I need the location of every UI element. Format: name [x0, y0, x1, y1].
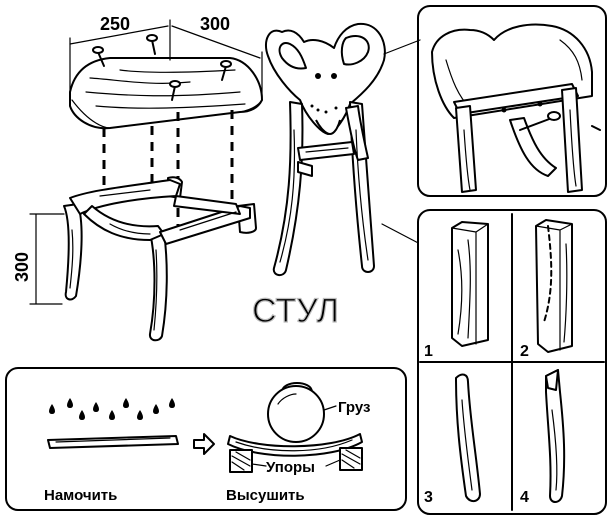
assembled-chair: [264, 22, 386, 276]
stage-number-2: 2: [520, 343, 529, 360]
water-drops-icon: [49, 398, 175, 420]
chair-frame: [63, 176, 257, 342]
arrow-right-icon: [193, 433, 215, 455]
stage-number-4: 4: [520, 489, 529, 506]
seat-board: [69, 57, 263, 130]
weight-icon: [267, 382, 325, 443]
diagram-title: СТУЛ: [252, 292, 339, 330]
assembly-guides: [102, 110, 234, 232]
stage-number-3: 3: [424, 489, 433, 506]
dimension-width: 250: [100, 14, 130, 34]
callout-line: [383, 39, 421, 55]
bending-process-inset: [5, 367, 407, 511]
weight-label: Груз: [338, 399, 371, 416]
stage-number-1: 1: [424, 343, 433, 360]
leg-stages-inset: [417, 209, 607, 515]
dimension-height: 300: [12, 252, 32, 282]
dimension-depth: 300: [200, 14, 230, 34]
step-label-dry: Высушить: [226, 487, 305, 504]
supports-label: Упоры: [266, 459, 315, 476]
joint-detail-inset: [417, 5, 607, 197]
dimension-lines: [29, 19, 263, 305]
screw-icon: [92, 34, 232, 101]
step-label-wet: Намочить: [44, 487, 117, 504]
